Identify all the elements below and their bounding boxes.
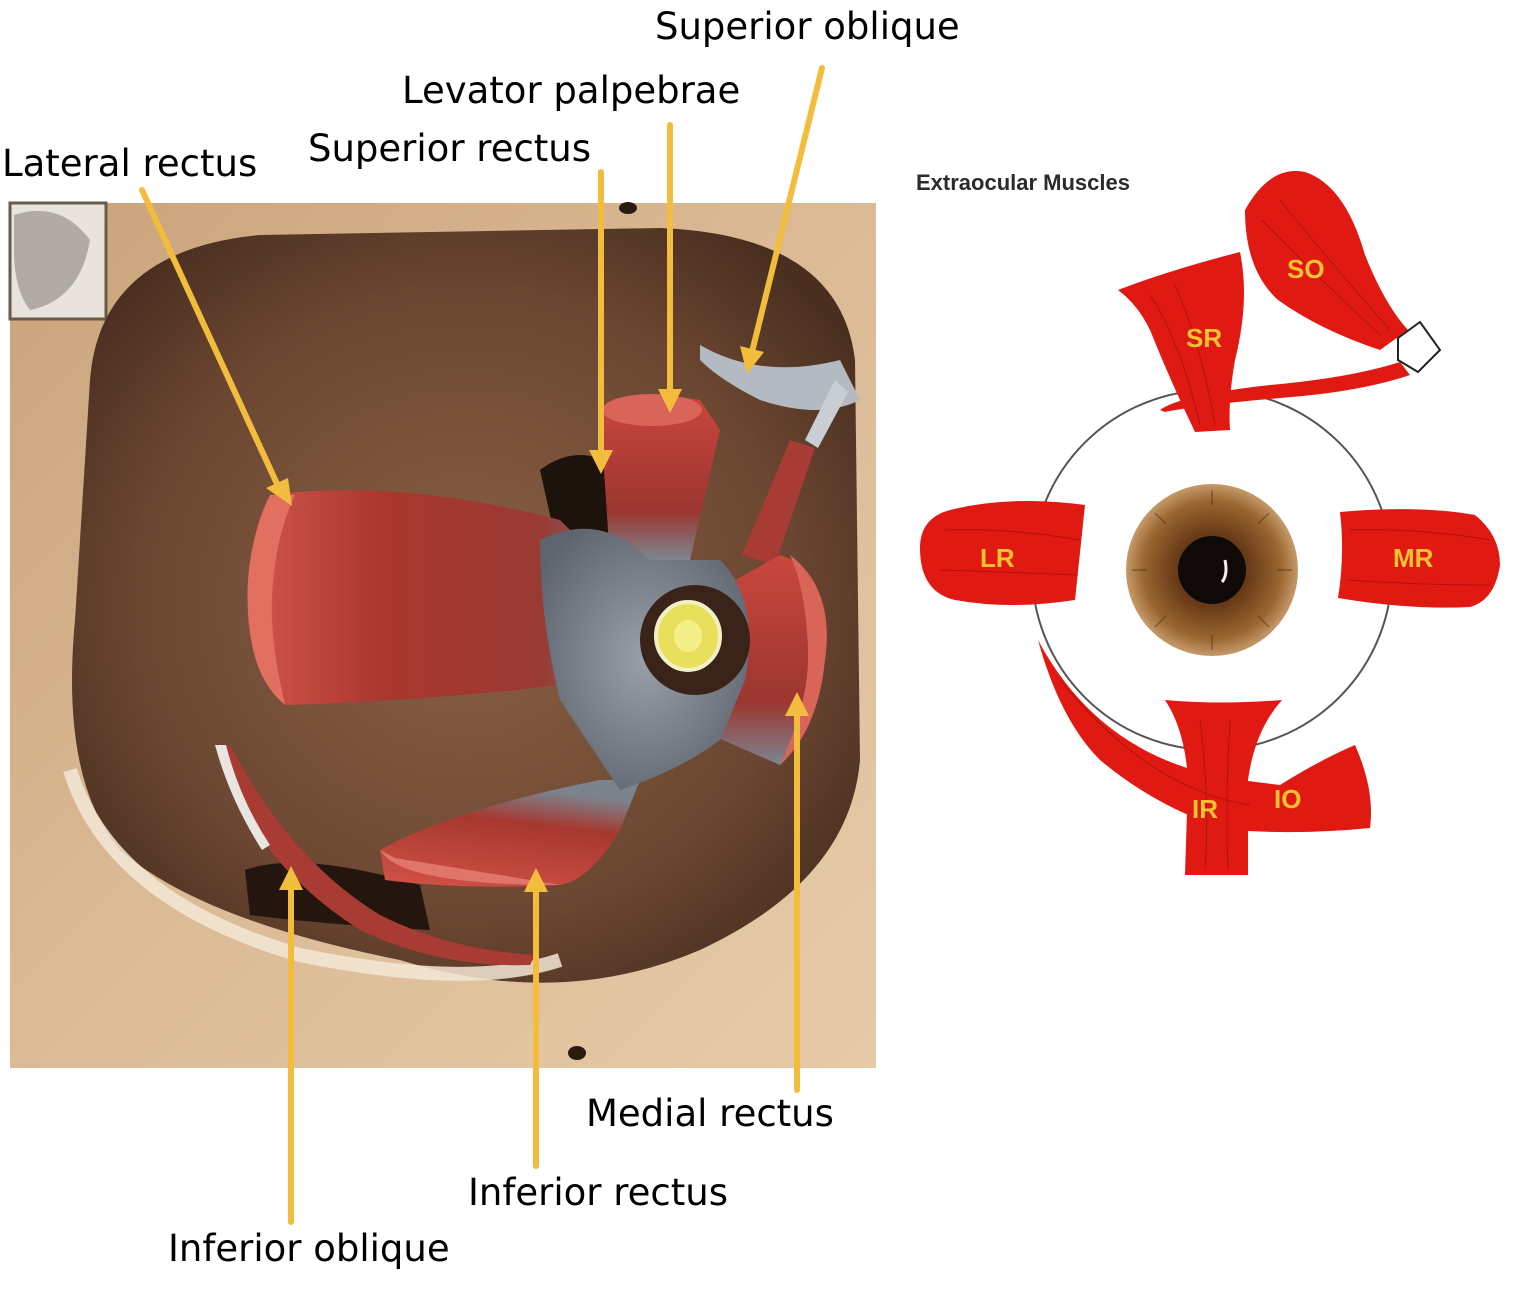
inset-skull-outline: [14, 210, 90, 310]
so-muscle: [1245, 171, 1408, 350]
schematic-title: Extraocular Muscles: [916, 170, 1130, 195]
superior-oblique-tendon: [805, 380, 848, 448]
lateral-rectus-end: [247, 495, 295, 705]
arrow-head-inferior-oblique: [279, 866, 303, 890]
arrow-head-levator-palpebrae: [658, 389, 682, 413]
superior-rectus-end: [602, 394, 702, 426]
arrow-head-medial-rectus: [785, 692, 809, 716]
orbit-rim-highlight: [63, 767, 563, 981]
label-lateral-rectus: Lateral rectus: [2, 142, 258, 185]
superior-oblique-belly: [742, 440, 815, 565]
label-medial-rectus: Medial rectus: [586, 1092, 834, 1135]
muscle-fibers: [939, 199, 1491, 871]
abbr-io: IO: [1274, 784, 1301, 814]
trochlea: [700, 345, 860, 410]
optic-nerve-core: [674, 620, 702, 652]
abbr-so: SO: [1287, 254, 1325, 284]
inferior-oblique-tendon: [215, 745, 270, 850]
infraorbital-foramen: [568, 1046, 586, 1060]
inferior-oblique-muscle: [215, 745, 535, 966]
so-trochlea: [1397, 320, 1442, 374]
iris-rays: [1132, 490, 1292, 650]
label-superior-oblique: Superior oblique: [655, 5, 960, 48]
abbr-sr: SR: [1186, 323, 1222, 353]
lr-muscle: [920, 501, 1085, 605]
arrow-head-inferior-rectus: [524, 868, 548, 892]
abbr-ir: IR: [1192, 794, 1218, 824]
label-levator-palpebrae: Levator palpebrae: [402, 69, 741, 112]
arrow-head-superior-oblique: [740, 346, 764, 374]
supraorbital-foramen: [619, 202, 637, 214]
mr-muscle: [1338, 509, 1500, 608]
superior-rectus-muscle: [600, 396, 720, 560]
medial-rectus-end: [780, 555, 827, 765]
abbr-lr: LR: [980, 543, 1015, 573]
arrow-head-superior-rectus: [589, 450, 613, 474]
abbr-mr: MR: [1393, 543, 1434, 573]
arrow-head-lateral-rectus: [266, 478, 292, 506]
label-inferior-rectus: Inferior rectus: [468, 1171, 728, 1214]
arrow-lateral-rectus: [139, 187, 281, 489]
sr-muscle: [1118, 252, 1244, 432]
io-muscle: [1038, 640, 1371, 833]
ir-muscle: [1165, 700, 1282, 875]
schematic-pupil: [1178, 536, 1246, 604]
label-superior-rectus: Superior rectus: [308, 127, 592, 170]
inferior-rectus-end: [380, 850, 560, 885]
arrow-superior-oblique: [749, 65, 825, 355]
inferior-rectus-muscle: [380, 780, 640, 887]
label-inferior-oblique: Inferior oblique: [168, 1227, 450, 1270]
pupil-highlight: [1220, 559, 1228, 583]
